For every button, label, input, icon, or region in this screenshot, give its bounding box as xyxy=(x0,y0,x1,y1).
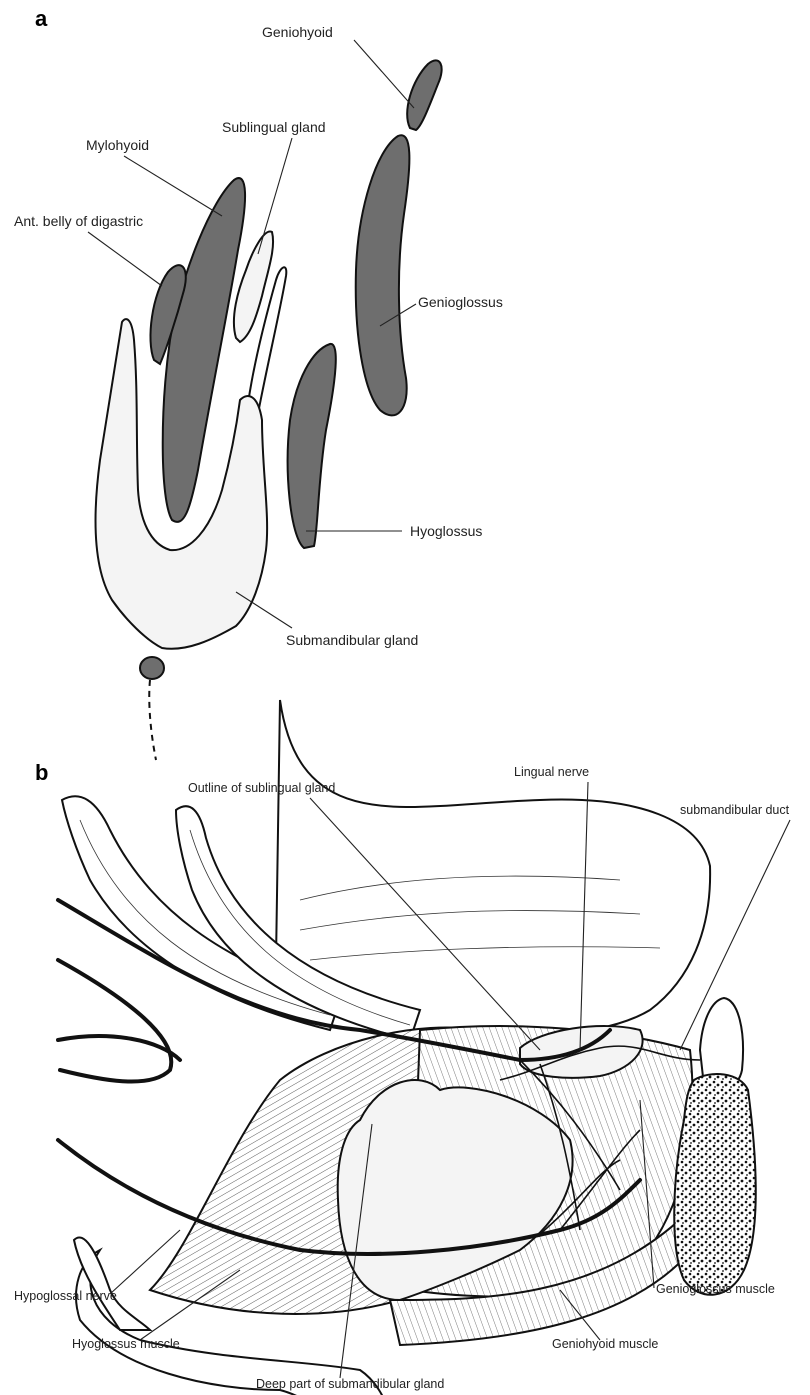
label-ant-belly-digastric: Ant. belly of digastric xyxy=(14,213,143,229)
panel-b-letter: b xyxy=(35,760,48,785)
label-hypoglossal-nerve: Hypoglossal nerve xyxy=(14,1289,117,1303)
label-genioglossus-muscle: Genioglossus muscle xyxy=(656,1282,775,1296)
panel-a-letter: a xyxy=(35,6,48,31)
label-mylohyoid: Mylohyoid xyxy=(86,137,149,153)
label-submandibular-duct: submandibular duct xyxy=(680,803,790,817)
lingual-nerve-branch xyxy=(58,960,171,1082)
mandible-symphysis xyxy=(674,1074,756,1295)
label-deep-part-submandibular-gland: Deep part of submandibular gland xyxy=(256,1377,444,1391)
label-sublingual-gland: Sublingual gland xyxy=(222,119,326,135)
label-submandibular-gland: Submandibular gland xyxy=(286,632,418,648)
panel-a: a Geniohyoid Sublingual gland Mylohyoid … xyxy=(14,6,503,760)
geniohyoid-section xyxy=(407,60,441,130)
leader-mylohyoid xyxy=(124,156,222,216)
label-hyoglossus-muscle: Hyoglossus muscle xyxy=(72,1337,180,1351)
label-outline-sublingual-gland: Outline of sublingual gland xyxy=(188,781,335,795)
leader-sublingual-gland xyxy=(258,138,292,254)
label-geniohyoid-muscle: Geniohyoid muscle xyxy=(552,1337,658,1351)
submandibular-duct-section xyxy=(140,657,164,679)
genioglossus-section xyxy=(356,135,410,415)
leader-ant-belly-digastric xyxy=(88,232,162,286)
dashed-outline xyxy=(149,680,156,760)
label-geniohyoid: Geniohyoid xyxy=(262,24,333,40)
leader-geniohyoid xyxy=(354,40,414,108)
label-hyoglossus: Hyoglossus xyxy=(410,523,482,539)
panel-b: b xyxy=(14,700,790,1395)
label-genioglossus: Genioglossus xyxy=(418,294,503,310)
hyoglossus-section xyxy=(288,344,336,548)
label-lingual-nerve: Lingual nerve xyxy=(514,765,589,779)
